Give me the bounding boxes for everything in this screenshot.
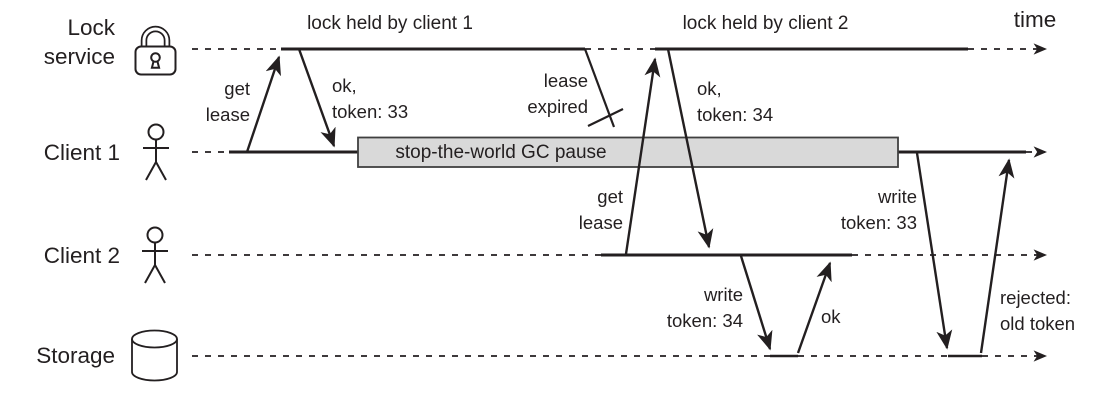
arrow-write-token-34 bbox=[739, 255, 773, 351]
msg-line: get bbox=[224, 78, 250, 99]
msg-line: write bbox=[877, 186, 917, 207]
person-icon bbox=[142, 123, 170, 181]
gc-pause-box bbox=[357, 136, 899, 168]
padlock-icon bbox=[134, 25, 177, 76]
msg-line: expired bbox=[527, 95, 588, 117]
msg-line: lease bbox=[543, 70, 588, 91]
msg-line: rejected: bbox=[1000, 287, 1071, 308]
msg-ok-token-33: ok, token: 33 bbox=[332, 73, 427, 124]
msg-line: token: 33 bbox=[840, 211, 917, 233]
arrow-ok-token-33 bbox=[297, 48, 336, 148]
msg-line: lease bbox=[205, 103, 250, 125]
arrow-rejected-old-token bbox=[979, 158, 1015, 354]
msg-lease-expired: lease expired bbox=[506, 68, 588, 119]
lock-service-label-line2: service bbox=[43, 44, 115, 69]
lane-label-storage: Storage bbox=[36, 343, 115, 368]
msg-get-lease-2: get lease bbox=[551, 184, 623, 235]
msg-write-token-33: write token: 33 bbox=[829, 184, 917, 235]
time-axis-label: time bbox=[1013, 7, 1057, 32]
gc-pause-label: stop-the-world GC pause bbox=[395, 142, 607, 163]
msg-line: get bbox=[597, 186, 623, 207]
arrow-get-lease-client1 bbox=[245, 55, 281, 153]
arrow-ok-token-34 bbox=[666, 48, 714, 249]
msg-line: token: 34 bbox=[666, 309, 743, 331]
database-icon bbox=[131, 329, 178, 382]
msg-line: ok, bbox=[697, 78, 722, 99]
msg-rejected-old-token: rejected: old token bbox=[1000, 285, 1095, 336]
msg-write-token-34: write token: 34 bbox=[655, 282, 743, 333]
person-icon bbox=[141, 226, 169, 284]
msg-line: old token bbox=[1000, 312, 1076, 334]
lock-held-by-client2-label: lock held by client 2 bbox=[682, 13, 849, 34]
msg-line: write bbox=[703, 284, 743, 305]
arrow-get-lease-client2 bbox=[624, 57, 661, 255]
lane-label-client2: Client 2 bbox=[43, 243, 120, 268]
arrow-lease-expired-failed bbox=[583, 48, 624, 128]
arrow-write-token-33 bbox=[915, 152, 953, 350]
failed-delivery-x-icon bbox=[587, 108, 624, 127]
msg-line: token: 34 bbox=[697, 103, 774, 125]
msg-line: ok, bbox=[332, 75, 357, 96]
msg-line: token: 33 bbox=[332, 100, 409, 122]
msg-ok-token-34: ok, token: 34 bbox=[697, 76, 792, 127]
arrow-write-ok bbox=[796, 261, 832, 354]
msg-ok-ack: ok bbox=[821, 306, 841, 327]
msg-get-lease-1: get lease bbox=[178, 76, 250, 127]
lane-label-lock-service: Lock service bbox=[18, 13, 115, 71]
lock-service-label-line1: Lock bbox=[67, 15, 115, 40]
lock-held-by-client1-label: lock held by client 1 bbox=[307, 13, 473, 34]
msg-line: lease bbox=[578, 211, 623, 233]
lane-label-client1: Client 1 bbox=[43, 140, 120, 165]
